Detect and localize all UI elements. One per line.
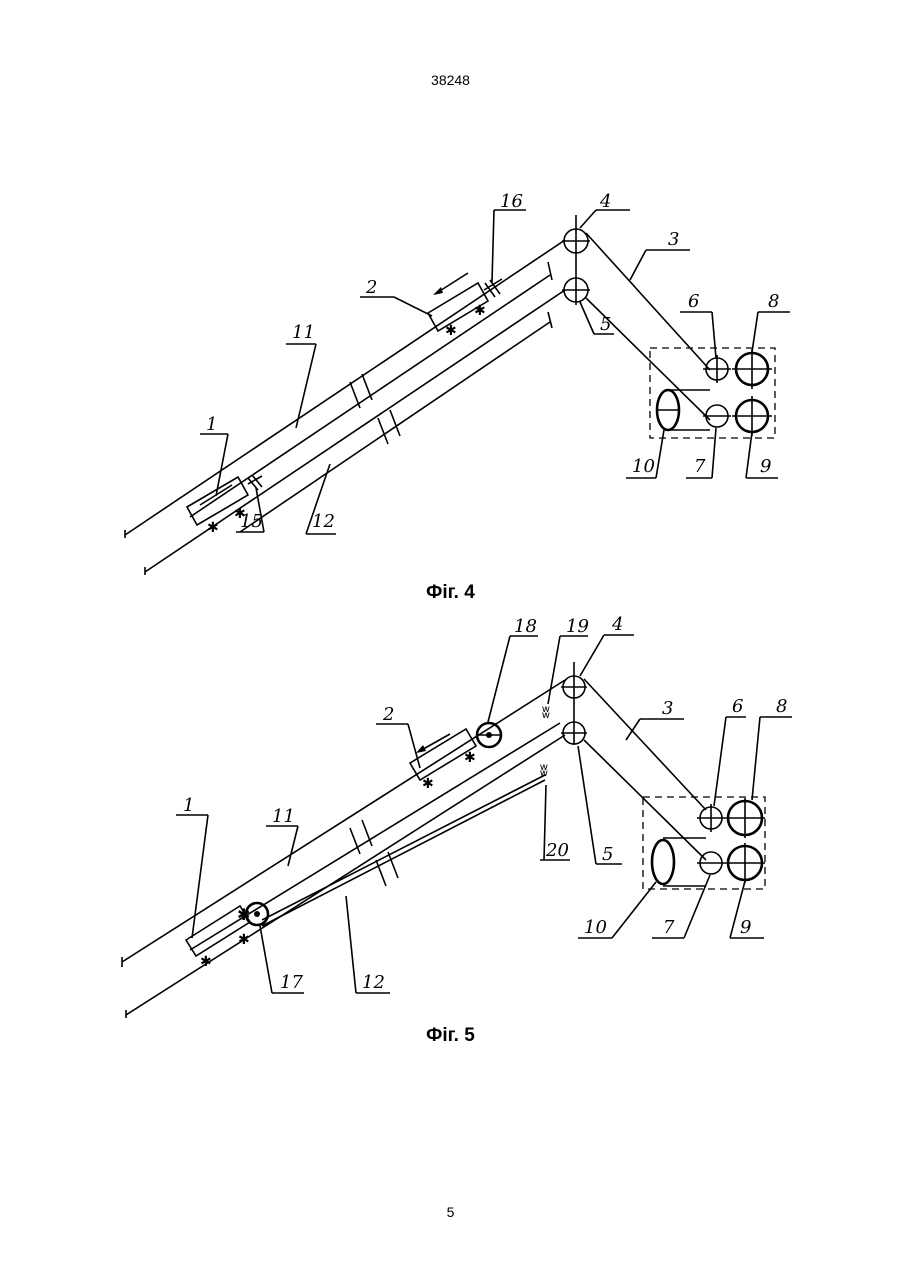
belt-lower: [584, 740, 706, 860]
leader-line: [346, 896, 356, 993]
rivet-mark: ✱: [422, 775, 434, 791]
drive-housing: [643, 797, 765, 889]
leader-line: [260, 926, 272, 993]
rivet-mark: ✱: [200, 953, 212, 969]
rivet-mark: ✱: [474, 302, 486, 318]
leader-line: [580, 302, 594, 334]
label-6: 6: [688, 291, 699, 312]
break-mark: [350, 382, 360, 408]
label-10: 10: [584, 917, 607, 938]
document-number: 38248: [0, 72, 901, 88]
label-18: 18: [514, 616, 537, 637]
page-number: 5: [0, 1204, 901, 1220]
label-17: 17: [280, 972, 303, 993]
rail-inner-end: [548, 262, 552, 280]
leader-line: [714, 717, 726, 806]
label-2: 2: [382, 704, 394, 725]
leader-line: [492, 210, 494, 282]
label-16: 16: [500, 191, 523, 212]
rivet-mark: ✱: [464, 749, 476, 765]
label-4: 4: [599, 191, 611, 212]
leader-line: [580, 635, 604, 676]
label-3: 3: [668, 229, 679, 250]
rail-11-line: [125, 240, 565, 535]
label-3: 3: [662, 698, 673, 719]
label-8: 8: [768, 291, 779, 312]
hook-19: ʬ: [542, 705, 550, 722]
label-11: 11: [272, 806, 295, 827]
leader-line: [752, 312, 758, 352]
leader-line: [192, 815, 208, 938]
label-6: 6: [732, 696, 743, 717]
figure-4-caption: Фіг. 4: [0, 582, 901, 604]
drive-housing: [650, 348, 775, 438]
label-9: 9: [760, 456, 771, 477]
leader-line: [684, 875, 710, 938]
rail-12-inner-end: [548, 312, 552, 328]
label-11: 11: [292, 322, 315, 343]
rivet-mark: ✱: [207, 519, 219, 535]
roller-17-hub: [254, 911, 260, 917]
label-5: 5: [602, 844, 613, 865]
label-10: 10: [632, 456, 655, 477]
rivet-mark: ✱: [238, 931, 250, 947]
leader-line: [712, 428, 716, 478]
label-7: 7: [663, 917, 675, 938]
label-20: 20: [545, 840, 569, 861]
figure-5-drawing: ✱ ✱ ✱ ✱ ✱ ʬ ʬ 18 19 4 6 8: [0, 605, 901, 1020]
label-4: 4: [611, 614, 623, 635]
leader-line: [752, 717, 760, 800]
figure-4-drawing: ✱ ✱ ✱ ✱ 4 16 3 2 5 6 8: [0, 180, 901, 580]
direction-arrow-head: [416, 745, 426, 753]
leader-line: [630, 250, 646, 280]
label-7: 7: [694, 456, 706, 477]
figure-5-caption: Фіг. 5: [0, 1025, 901, 1047]
label-1: 1: [206, 414, 217, 435]
label-15: 15: [240, 511, 263, 532]
leader-line: [712, 312, 716, 358]
break-mark: [362, 374, 372, 400]
leader-line: [488, 636, 510, 722]
rope-line: [262, 780, 545, 926]
spring-mark: ✱: [237, 907, 250, 924]
label-12: 12: [362, 972, 385, 993]
rope-line: [262, 775, 545, 920]
leader-line: [578, 746, 596, 864]
label-5: 5: [600, 314, 611, 335]
leader-line: [746, 432, 752, 478]
break-mark: [378, 418, 388, 444]
rivet-mark: ✱: [445, 322, 457, 338]
leader-line: [656, 430, 664, 478]
direction-arrow-head: [433, 287, 443, 295]
rail-11-line: [122, 680, 565, 962]
break-mark: [390, 410, 400, 436]
label-12: 12: [312, 511, 335, 532]
label-2: 2: [365, 277, 377, 298]
leader-line: [296, 344, 316, 428]
leader-line: [548, 636, 560, 704]
label-1: 1: [183, 795, 194, 816]
leader-line: [612, 882, 656, 938]
leader-line: [580, 210, 596, 228]
label-19: 19: [566, 616, 589, 637]
motor-10: [652, 840, 674, 884]
leader-line: [394, 297, 432, 316]
rail-12-line: [126, 735, 565, 1015]
label-8: 8: [776, 696, 787, 717]
belt-3: [584, 679, 706, 810]
label-9: 9: [740, 917, 751, 938]
hook-20: ʬ: [540, 763, 548, 780]
leader-line: [288, 826, 298, 866]
